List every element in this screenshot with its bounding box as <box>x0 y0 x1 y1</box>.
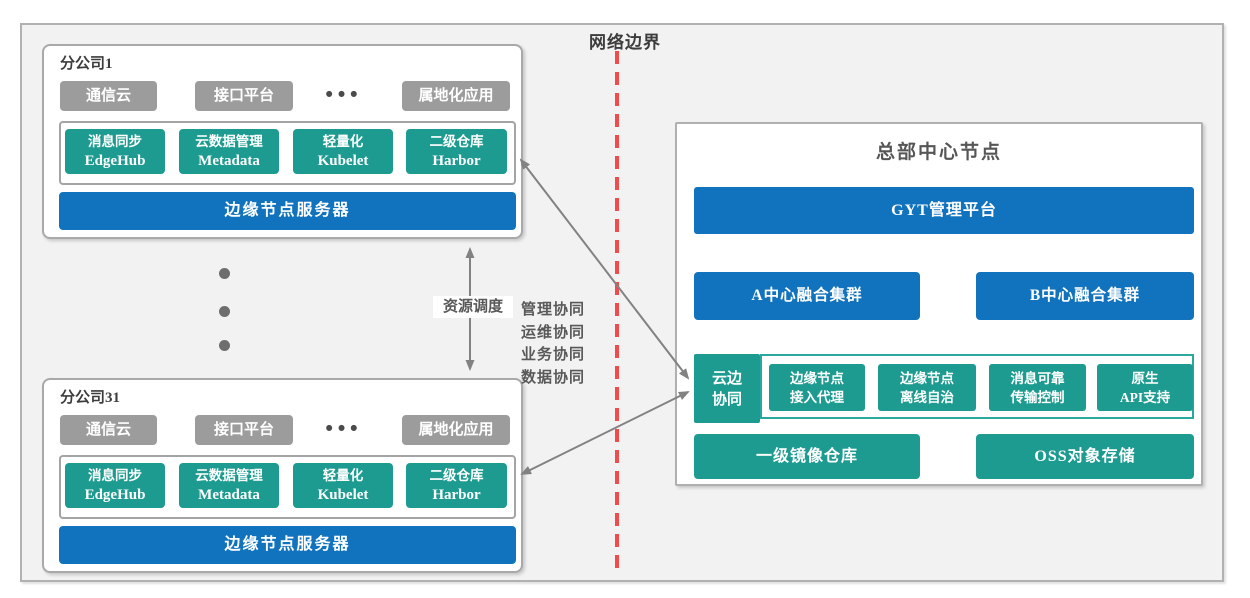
gyt-platform-bar: GYT管理平台 <box>694 187 1194 234</box>
feature-native-api: 原生 API支持 <box>1097 364 1193 411</box>
ellipsis-icon: ••• <box>325 417 363 440</box>
component-label-cn: 云数据管理 <box>195 134 263 149</box>
component-label-cn: 消息同步 <box>88 468 142 483</box>
app-box-localized-app: 属地化应用 <box>402 81 510 111</box>
feature-label-line2: 离线自治 <box>900 389 954 405</box>
component-kubelet: 轻量化 Kubelet <box>293 463 393 508</box>
branch-panel-31: 分公司31 通信云 接口平台 ••• 属地化应用 消息同步 EdgeHub 云数… <box>42 378 523 573</box>
collab-line: 数据协同 <box>521 368 586 386</box>
branch-title: 分公司1 <box>60 56 113 72</box>
collaboration-text-block: 管理协同 运维协同 业务协同 数据协同 <box>521 299 585 389</box>
cluster-b-box: B中心融合集群 <box>976 272 1194 320</box>
edge-node-server-bar: 边缘节点服务器 <box>59 192 516 230</box>
app-box-interface-platform: 接口平台 <box>195 81 293 111</box>
branch-panel-1: 分公司1 通信云 接口平台 ••• 属地化应用 消息同步 EdgeHub 云数据… <box>42 44 523 239</box>
ellipsis-dot <box>219 306 230 317</box>
feature-label-line1: 消息可靠 <box>1010 370 1065 386</box>
edge-node-server-bar: 边缘节点服务器 <box>59 526 516 564</box>
feature-reliable-transfer: 消息可靠 传输控制 <box>989 364 1086 411</box>
app-box-interface-platform: 接口平台 <box>195 415 293 445</box>
component-label-en: Kubelet <box>317 487 369 503</box>
feature-label-line2: API支持 <box>1119 389 1171 405</box>
cloud-edge-collab-box: 云边 协同 <box>694 354 760 423</box>
component-label-cn: 轻量化 <box>322 468 364 483</box>
resource-scheduling-label: 资源调度 <box>433 296 513 318</box>
feature-label-line1: 原生 <box>1131 370 1159 386</box>
component-edgehub: 消息同步 EdgeHub <box>65 463 165 508</box>
component-label-cn: 二级仓库 <box>429 468 484 483</box>
component-label-cn: 云数据管理 <box>195 468 263 483</box>
component-label-cn: 二级仓库 <box>429 134 484 149</box>
ellipsis-icon: ••• <box>325 83 363 106</box>
network-boundary-label: 网络边界 <box>589 33 661 52</box>
app-box-comm-cloud: 通信云 <box>60 415 157 445</box>
cluster-a-box: A中心融合集群 <box>694 272 920 320</box>
feature-label-line1: 边缘节点 <box>790 370 844 386</box>
app-box-localized-app: 属地化应用 <box>402 415 510 445</box>
app-box-comm-cloud: 通信云 <box>60 81 157 111</box>
feature-label-line2: 接入代理 <box>790 389 844 405</box>
component-harbor: 二级仓库 Harbor <box>406 463 507 508</box>
hq-panel: 总部中心节点 GYT管理平台 A中心融合集群 B中心融合集群 云边 协同 边缘节… <box>675 122 1203 486</box>
feature-offline-autonomy: 边缘节点 离线自治 <box>878 364 976 411</box>
feature-label-line1: 边缘节点 <box>900 370 954 386</box>
feature-access-proxy: 边缘节点 接入代理 <box>769 364 865 411</box>
component-label-cn: 轻量化 <box>322 134 364 149</box>
component-label-en: Harbor <box>432 153 481 169</box>
component-label-en: Metadata <box>198 153 260 169</box>
oss-object-storage-box: OSS对象存储 <box>976 434 1194 479</box>
component-label-cn: 消息同步 <box>88 134 142 149</box>
component-kubelet: 轻量化 Kubelet <box>293 129 393 174</box>
cloud-edge-collab-line2: 协同 <box>711 390 742 408</box>
component-label-en: EdgeHub <box>84 153 146 169</box>
cloud-edge-collab-line1: 云边 <box>711 369 742 387</box>
component-harbor: 二级仓库 Harbor <box>406 129 507 174</box>
collab-line: 运维协同 <box>521 323 586 341</box>
primary-image-registry-box: 一级镜像仓库 <box>694 434 920 479</box>
component-metadata: 云数据管理 Metadata <box>179 129 279 174</box>
ellipsis-dot <box>219 268 230 279</box>
component-label-en: Harbor <box>432 487 481 503</box>
branch-title: 分公司31 <box>60 390 121 406</box>
feature-label-line2: 传输控制 <box>1010 389 1065 405</box>
component-label-en: EdgeHub <box>84 487 146 503</box>
collab-line: 管理协同 <box>521 301 586 318</box>
hq-title: 总部中心节点 <box>875 142 1002 163</box>
component-label-en: Metadata <box>198 487 260 503</box>
component-label-en: Kubelet <box>317 153 369 169</box>
component-metadata: 云数据管理 Metadata <box>179 463 279 508</box>
component-edgehub: 消息同步 EdgeHub <box>65 129 165 174</box>
collab-line: 业务协同 <box>521 346 586 363</box>
network-boundary-line <box>615 51 619 572</box>
ellipsis-dot <box>219 340 230 351</box>
